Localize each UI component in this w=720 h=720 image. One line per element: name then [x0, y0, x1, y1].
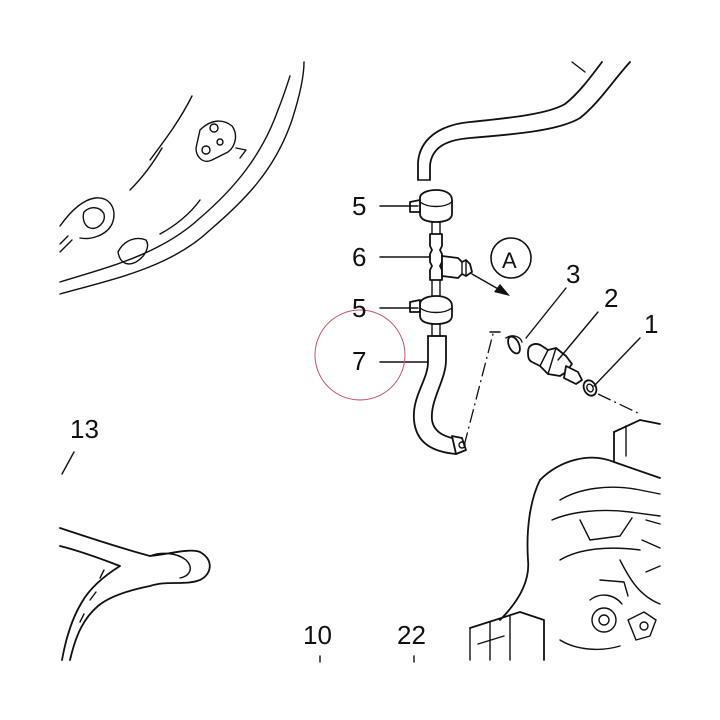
leader-13: [61, 451, 75, 475]
callout-5-top: 5: [352, 191, 366, 221]
detail-arrow: [471, 273, 510, 296]
nipple-bottom: [431, 323, 441, 337]
detail-a-circle: [490, 237, 532, 279]
callout-5-bottom: 5: [352, 293, 366, 323]
callout-detail-a: A: [502, 248, 517, 273]
callout-3: 3: [566, 259, 580, 289]
upper-left-housing: [59, 61, 305, 295]
callout-22: 22: [397, 620, 426, 650]
callout-1: 1: [644, 309, 658, 339]
callout-6: 6: [352, 242, 366, 272]
nipple-upper: [431, 221, 441, 235]
upper-hose: [417, 61, 631, 181]
callout-10: 10: [303, 620, 332, 650]
engine-block: [469, 419, 661, 661]
highlight-circle: [314, 309, 406, 401]
leader-lines: [319, 205, 641, 663]
part-2-connector: [527, 343, 583, 385]
hose-clamp-bottom: [409, 295, 453, 325]
callout-7: 7: [352, 346, 366, 376]
hose-segment: [413, 335, 467, 455]
nipple-lower: [431, 279, 441, 297]
lower-left-pipe: [59, 527, 211, 661]
tee-connector: [429, 233, 473, 281]
callout-13: 13: [70, 414, 99, 444]
hose-clamp-top: [409, 189, 453, 223]
part-3-snap-ring: [505, 335, 523, 355]
part-1-o-ring: [582, 379, 598, 397]
detail-centerline: [597, 393, 641, 415]
callout-2: 2: [604, 283, 618, 313]
assembly-centerline: [463, 329, 495, 447]
